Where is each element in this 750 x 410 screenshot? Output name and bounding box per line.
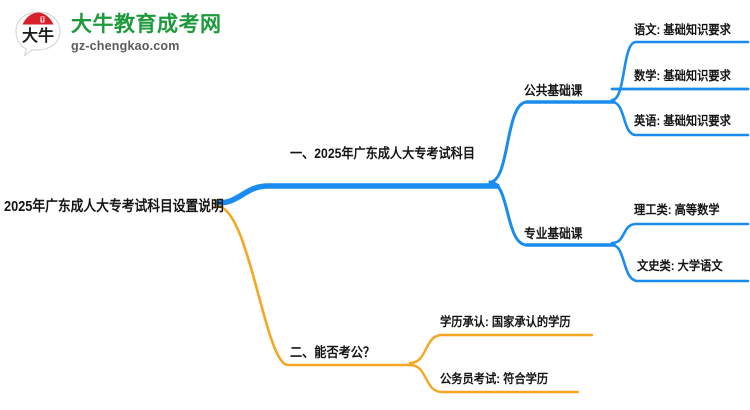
mindmap-branch-civil-service[interactable]: 二、能否考公？ — [290, 345, 376, 360]
mindmap-root-node[interactable]: 2025年广东成人大专考试科目设置说明 — [4, 199, 224, 215]
mindmap-leaf-chinese[interactable]: 语文: 基础知识要求 — [634, 23, 731, 37]
connector-branch1-to-public — [488, 100, 616, 184]
connector-root-to-branch1 — [215, 183, 500, 206]
mindmap-leaf-civil-exam[interactable]: 公务员考试: 符合学历 — [440, 372, 549, 386]
svg-text:大牛: 大牛 — [22, 26, 54, 45]
site-logo[interactable]: 大牛 大牛教育成考网 gz-chengkao.com — [14, 10, 222, 58]
mindmap-leaf-english[interactable]: 英语: 基础知识要求 — [634, 114, 731, 128]
mindmap-leaf-science-math[interactable]: 理工类: 高等数学 — [634, 203, 720, 217]
mindmap-leaf-degree-recognition[interactable]: 学历承认: 国家承认的学历 — [440, 315, 571, 329]
mindmap-leaf-math[interactable]: 数学: 基础知识要求 — [634, 69, 731, 83]
connector-public-to-shuxue — [612, 89, 748, 101]
connector-branch1-to-professional — [488, 180, 616, 247]
connector-professional-to-wenshi — [610, 243, 750, 283]
connector-branch2-to-xueli — [408, 333, 594, 365]
logo-domain: gz-chengkao.com — [71, 38, 180, 53]
mindmap-node-public-basic[interactable]: 公共基础课 — [524, 83, 583, 98]
mindmap-leaf-arts-chinese[interactable]: 文史类: 大学语文 — [637, 259, 723, 273]
mindmap-branch-subjects[interactable]: 一、2025年广东成人大专考试科目 — [290, 146, 475, 161]
connector-professional-to-ligong — [610, 222, 750, 245]
connector-public-to-yingyu — [610, 100, 750, 137]
mindmap-node-professional-basic[interactable]: 专业基础课 — [524, 226, 583, 241]
connector-branch2-to-gongwu — [408, 363, 580, 394]
logo-mark-icon: 大牛 — [14, 10, 62, 58]
connector-public-to-yuwen — [610, 40, 750, 102]
connector-root-to-branch2 — [216, 204, 414, 367]
logo-title: 大牛教育成考网 — [71, 12, 222, 36]
